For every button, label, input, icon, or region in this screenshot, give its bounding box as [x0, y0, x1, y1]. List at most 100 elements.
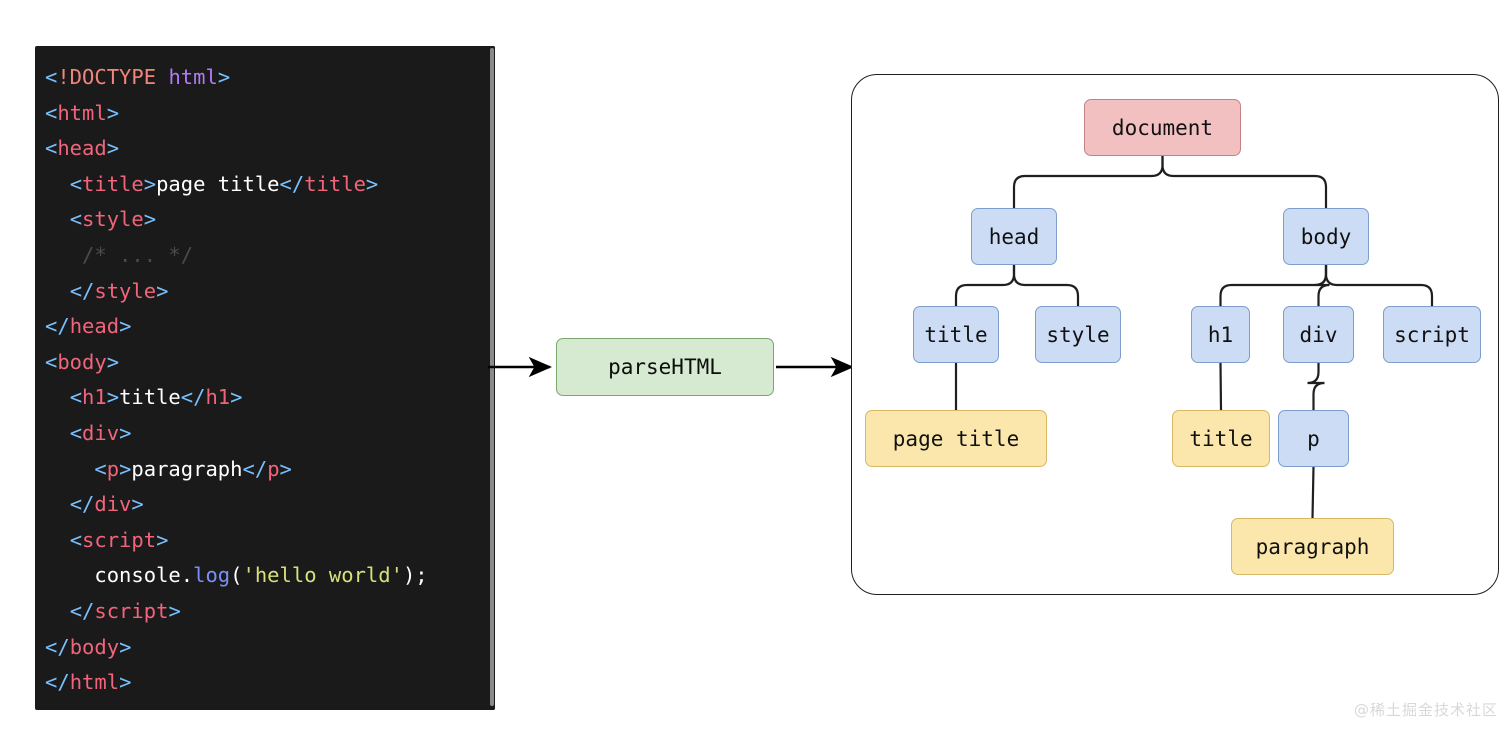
- code-token: .: [180, 563, 194, 588]
- code-token: <: [69, 420, 83, 445]
- tree-edge-div-el-to-p-el: [1307, 363, 1325, 410]
- code-token: >: [131, 492, 144, 517]
- code-token: p: [106, 456, 120, 481]
- code-token: [45, 457, 94, 481]
- code-token: [45, 492, 70, 516]
- code-scrollbar-thumb[interactable]: [490, 48, 494, 706]
- code-token: </: [45, 670, 70, 695]
- tree-edge-body-to-script-el: [1324, 265, 1434, 306]
- tree-node-label: h1: [1207, 322, 1234, 347]
- code-token: >: [119, 314, 132, 339]
- code-token: style: [82, 207, 144, 232]
- tree-node-label: div: [1299, 322, 1338, 347]
- tree-edge-head-to-title-el: [954, 265, 1016, 306]
- code-token: >: [119, 420, 132, 445]
- code-line: <div>: [45, 416, 428, 452]
- code-token: div: [82, 420, 120, 445]
- code-line: </div>: [45, 487, 428, 523]
- tree-node-text-paragraph[interactable]: paragraph: [1231, 518, 1394, 575]
- code-line: console.log('hello world');: [45, 558, 427, 594]
- code-token: style: [94, 278, 157, 303]
- tree-node-text-title[interactable]: title: [1172, 410, 1270, 467]
- tree-node-div-el[interactable]: div: [1283, 306, 1354, 363]
- code-token: [156, 65, 168, 89]
- code-token: p: [267, 456, 280, 481]
- tree-node-body[interactable]: body: [1283, 208, 1369, 265]
- code-line: </style>: [45, 274, 428, 310]
- code-token: [45, 421, 70, 445]
- code-token: </: [242, 456, 268, 481]
- code-token: </: [69, 278, 95, 303]
- code-token: div: [94, 492, 132, 517]
- code-line: <h1>title</h1>: [45, 380, 428, 416]
- code-token: script: [94, 598, 169, 623]
- tree-node-p-el[interactable]: p: [1278, 410, 1349, 467]
- code-token: 'hello world': [242, 563, 403, 588]
- code-token: body: [69, 634, 120, 659]
- code-token: head: [57, 136, 107, 161]
- code-line: <!DOCTYPE html>: [45, 60, 428, 96]
- tree-node-head[interactable]: head: [971, 208, 1057, 265]
- tree-node-title-el[interactable]: title: [913, 306, 999, 363]
- code-token: >: [365, 171, 379, 196]
- code-token: [45, 385, 70, 409]
- code-line: <style>: [45, 202, 428, 238]
- process-node-parsehtml[interactable]: parseHTML: [556, 338, 774, 396]
- tree-node-label: document: [1111, 115, 1214, 140]
- code-token: <: [69, 385, 83, 410]
- code-token: h1: [205, 385, 231, 410]
- code-token: >: [156, 278, 169, 303]
- tree-edge-h1-el-to-text-title: [1219, 362, 1223, 411]
- code-token: </: [180, 385, 206, 410]
- tree-node-label: style: [1046, 322, 1110, 347]
- tree-node-script-el[interactable]: script: [1383, 306, 1481, 363]
- code-token: <: [69, 527, 83, 552]
- code-token: h1: [82, 385, 107, 410]
- code-scrollbar-track[interactable]: [489, 46, 495, 710]
- code-token: <: [94, 456, 107, 481]
- code-token: <: [45, 65, 58, 89]
- code-line: <title>page title</title>: [45, 167, 428, 203]
- code-token: console: [94, 563, 181, 588]
- process-node-label: parseHTML: [608, 355, 722, 379]
- tree-edge-body-to-div-el: [1314, 265, 1330, 306]
- dom-tree-edges: [954, 156, 1434, 519]
- code-token: >: [143, 207, 157, 232]
- code-token: </: [45, 314, 70, 339]
- dom-tree-panel: document head body title style h1 div script pag…: [851, 74, 1499, 595]
- code-token: </: [45, 634, 70, 659]
- tree-node-label: body: [1300, 224, 1352, 249]
- code-line: </head>: [45, 309, 428, 345]
- code-token: [45, 528, 70, 552]
- code-token: html: [57, 100, 107, 125]
- code-token: >: [279, 456, 292, 481]
- code-line: <script>: [45, 523, 428, 559]
- code-block-panel: <!DOCTYPE html><html><head> <title>page …: [35, 46, 495, 710]
- code-token: >: [119, 456, 132, 481]
- tree-node-h1-el[interactable]: h1: [1191, 306, 1250, 363]
- code-token: >: [106, 349, 120, 374]
- tree-node-text-page-title[interactable]: page title: [865, 410, 1047, 467]
- watermark: @稀土掘金技术社区: [1353, 701, 1498, 719]
- code-token: </: [69, 598, 95, 623]
- tree-node-label: paragraph: [1255, 534, 1370, 559]
- tree-node-label: head: [988, 224, 1040, 249]
- code-token: [45, 243, 82, 267]
- code-token: script: [82, 527, 157, 552]
- code-token: title: [82, 171, 144, 196]
- tree-node-style-el[interactable]: style: [1035, 306, 1121, 363]
- tree-node-document[interactable]: document: [1084, 99, 1241, 156]
- code-token: </: [69, 492, 95, 517]
- code-token: paragraph: [131, 456, 243, 481]
- tree-node-label: page title: [892, 426, 1020, 451]
- code-line: <html>: [45, 96, 428, 132]
- code-token: >: [119, 634, 132, 659]
- code-token: [45, 563, 94, 587]
- code-token: (: [230, 563, 243, 588]
- code-token: log: [193, 563, 231, 588]
- code-token: <: [45, 349, 58, 374]
- code-line: <p>paragraph</p>: [45, 452, 428, 488]
- code-token: </: [279, 171, 305, 196]
- code-token: >: [106, 385, 120, 410]
- flow-arrows: [488, 356, 855, 378]
